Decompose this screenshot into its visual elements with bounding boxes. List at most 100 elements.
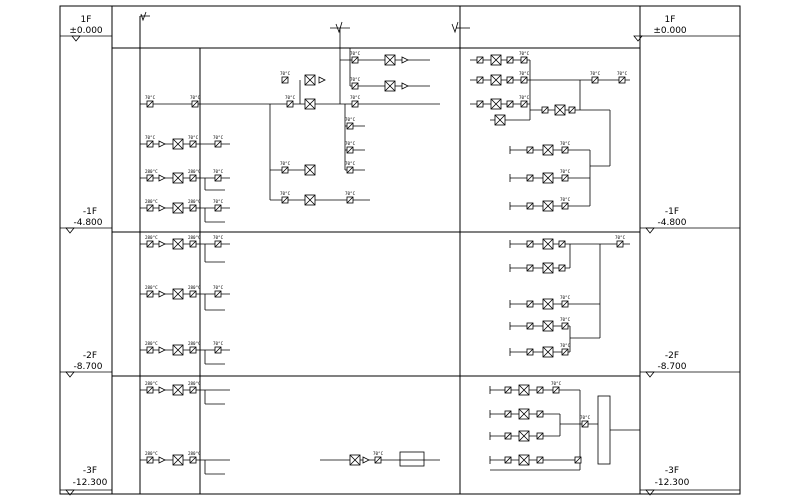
fire-damper-icon <box>558 264 566 272</box>
fire-damper-icon: 70°C <box>345 161 356 174</box>
level-elevation-label: -12.300 <box>655 478 690 488</box>
fire-damper-icon: 70°C <box>280 161 291 174</box>
fire-damper-icon <box>506 56 514 64</box>
fire-damper-icon: 70°C <box>213 169 224 182</box>
level-elevation-label: -4.800 <box>657 218 686 228</box>
fan-icon <box>542 320 554 332</box>
damper-temp-label: 70°C <box>190 95 201 100</box>
fire-damper-icon <box>526 202 534 210</box>
fire-damper-icon: 280°C <box>145 199 158 212</box>
fire-damper-icon: 280°C <box>188 285 201 298</box>
fire-damper-icon: 70°C <box>213 341 224 354</box>
level-marker-b1-left: -1F -4.800 <box>60 207 112 234</box>
level-elevation-label: ±0.000 <box>653 26 687 36</box>
damper-temp-label: 70°C <box>560 141 571 146</box>
damper-temp-label: 70°C <box>280 71 291 76</box>
level-elevation-label: ±0.000 <box>69 26 103 36</box>
fire-damper-icon <box>536 432 544 440</box>
fire-damper-icon <box>504 456 512 464</box>
fire-damper-icon: 70°C <box>350 51 361 64</box>
damper-temp-label: 70°C <box>213 341 224 346</box>
fire-damper-icon <box>536 456 544 464</box>
fire-damper-icon: 70°C <box>285 95 296 108</box>
fire-damper-icon: 70°C <box>280 191 291 204</box>
damper-temp-label: 70°C <box>560 197 571 202</box>
fan-icon <box>172 172 184 184</box>
fire-damper-icon: 70°C <box>560 295 571 308</box>
fire-damper-icon <box>541 106 549 114</box>
fan-icon <box>518 384 530 396</box>
damper-temp-label: 70°C <box>615 235 626 240</box>
fire-damper-icon <box>506 76 514 84</box>
level-marker-b2-left: -2F -8.700 <box>60 351 112 378</box>
fire-damper-icon: 70°C <box>145 95 156 108</box>
fan-icon <box>304 194 316 206</box>
fire-damper-icon <box>504 410 512 418</box>
fan-icon <box>304 74 316 86</box>
fan-icon <box>172 384 184 396</box>
fire-damper-icon <box>558 240 566 248</box>
level-elevation-label: -8.700 <box>657 362 686 372</box>
damper-temp-label: 280°C <box>188 169 201 174</box>
check-valve-icon <box>401 82 409 90</box>
fan-icon <box>384 54 396 66</box>
check-valve-icon <box>158 174 166 182</box>
fire-damper-icon: 280°C <box>188 341 201 354</box>
fan-icon <box>542 346 554 358</box>
fan-icon <box>490 98 502 110</box>
fire-damper-icon: 70°C <box>213 135 224 148</box>
fan-icon <box>172 202 184 214</box>
damper-temp-label: 70°C <box>350 77 361 82</box>
fire-damper-icon: 70°C <box>560 343 571 356</box>
fire-damper-icon <box>574 456 582 464</box>
damper-temp-label: 70°C <box>551 381 562 386</box>
damper-temp-label: 70°C <box>519 95 530 100</box>
level-elevation-label: -8.700 <box>73 362 102 372</box>
fire-damper-icon: 70°C <box>617 71 628 84</box>
damper-temp-label: 70°C <box>560 343 571 348</box>
damper-temp-label: 70°C <box>345 117 356 122</box>
fan-icon <box>349 454 361 466</box>
fan-icon <box>172 288 184 300</box>
damper-temp-label: 70°C <box>345 141 356 146</box>
damper-temp-label: 70°C <box>345 191 356 196</box>
level-marker-b1-right: -1F -4.800 <box>640 207 740 234</box>
check-valve-icon <box>158 204 166 212</box>
fan-icon <box>304 98 316 110</box>
damper-temp-label: 280°C <box>145 341 158 346</box>
level-marker-b3-left: -3F -12.300 <box>60 466 112 496</box>
level-marker-b2-right: -2F -8.700 <box>640 351 740 378</box>
fire-damper-icon: 70°C <box>188 135 199 148</box>
damper-temp-label: 70°C <box>213 199 224 204</box>
fan-icon <box>494 114 506 126</box>
fire-damper-icon: 70°C <box>190 95 201 108</box>
level-elevation-label: -4.800 <box>73 218 102 228</box>
fan-icon <box>542 262 554 274</box>
damper-temp-label: 70°C <box>560 317 571 322</box>
check-valve-icon <box>318 76 326 84</box>
fan-icon <box>542 238 554 250</box>
level-floor-label: -1F <box>83 207 97 217</box>
fire-damper-icon <box>504 386 512 394</box>
fire-damper-icon: 280°C <box>188 381 201 394</box>
level-marker-1f-right: 1F ±0.000 <box>633 15 740 42</box>
damper-temp-label: 70°C <box>350 51 361 56</box>
fire-damper-icon: 280°C <box>145 341 158 354</box>
damper-temp-label: 70°C <box>590 71 601 76</box>
fan-icon <box>518 454 530 466</box>
fan-icon <box>304 164 316 176</box>
damper-temp-label: 280°C <box>188 341 201 346</box>
damper-temp-label: 70°C <box>560 169 571 174</box>
fan-icon <box>518 408 530 420</box>
fire-damper-icon <box>568 106 576 114</box>
drawing-frame <box>59 5 741 495</box>
fire-damper-icon: 280°C <box>145 285 158 298</box>
fire-damper-icon: 280°C <box>145 381 158 394</box>
damper-temp-label: 70°C <box>213 285 224 290</box>
fire-damper-icon: 70°C <box>213 235 224 248</box>
fire-damper-icon <box>526 264 534 272</box>
damper-temp-label: 70°C <box>213 135 224 140</box>
damper-temp-label: 280°C <box>188 199 201 204</box>
fire-damper-icon: 280°C <box>188 451 201 464</box>
